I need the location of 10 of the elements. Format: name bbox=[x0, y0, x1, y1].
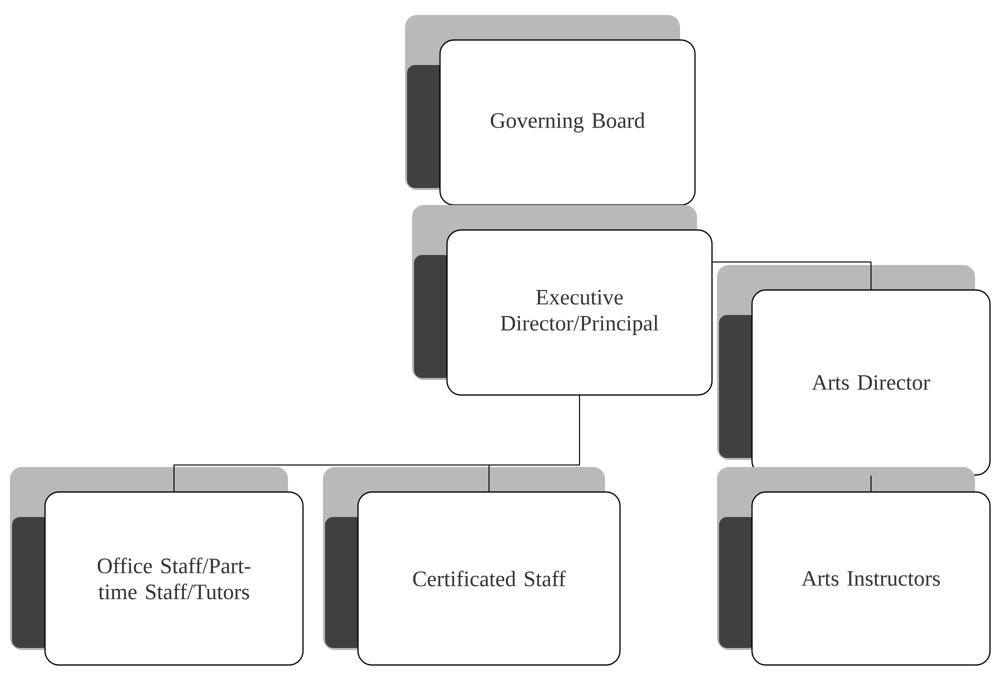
node-label: Arts Director bbox=[812, 375, 930, 390]
connector-line bbox=[870, 475, 872, 492]
org-box: Governing Board bbox=[405, 15, 696, 206]
connector-line bbox=[488, 395, 580, 492]
org-box: Certificated Staff bbox=[323, 467, 621, 666]
org-box: Executive Director/Principal bbox=[412, 205, 713, 396]
connector-line bbox=[712, 262, 872, 290]
org-box: Office Staff/Part-time Staff/Tutors bbox=[10, 467, 304, 666]
org-box: Arts Instructors bbox=[717, 467, 991, 666]
org-box: Arts Director bbox=[717, 265, 991, 476]
